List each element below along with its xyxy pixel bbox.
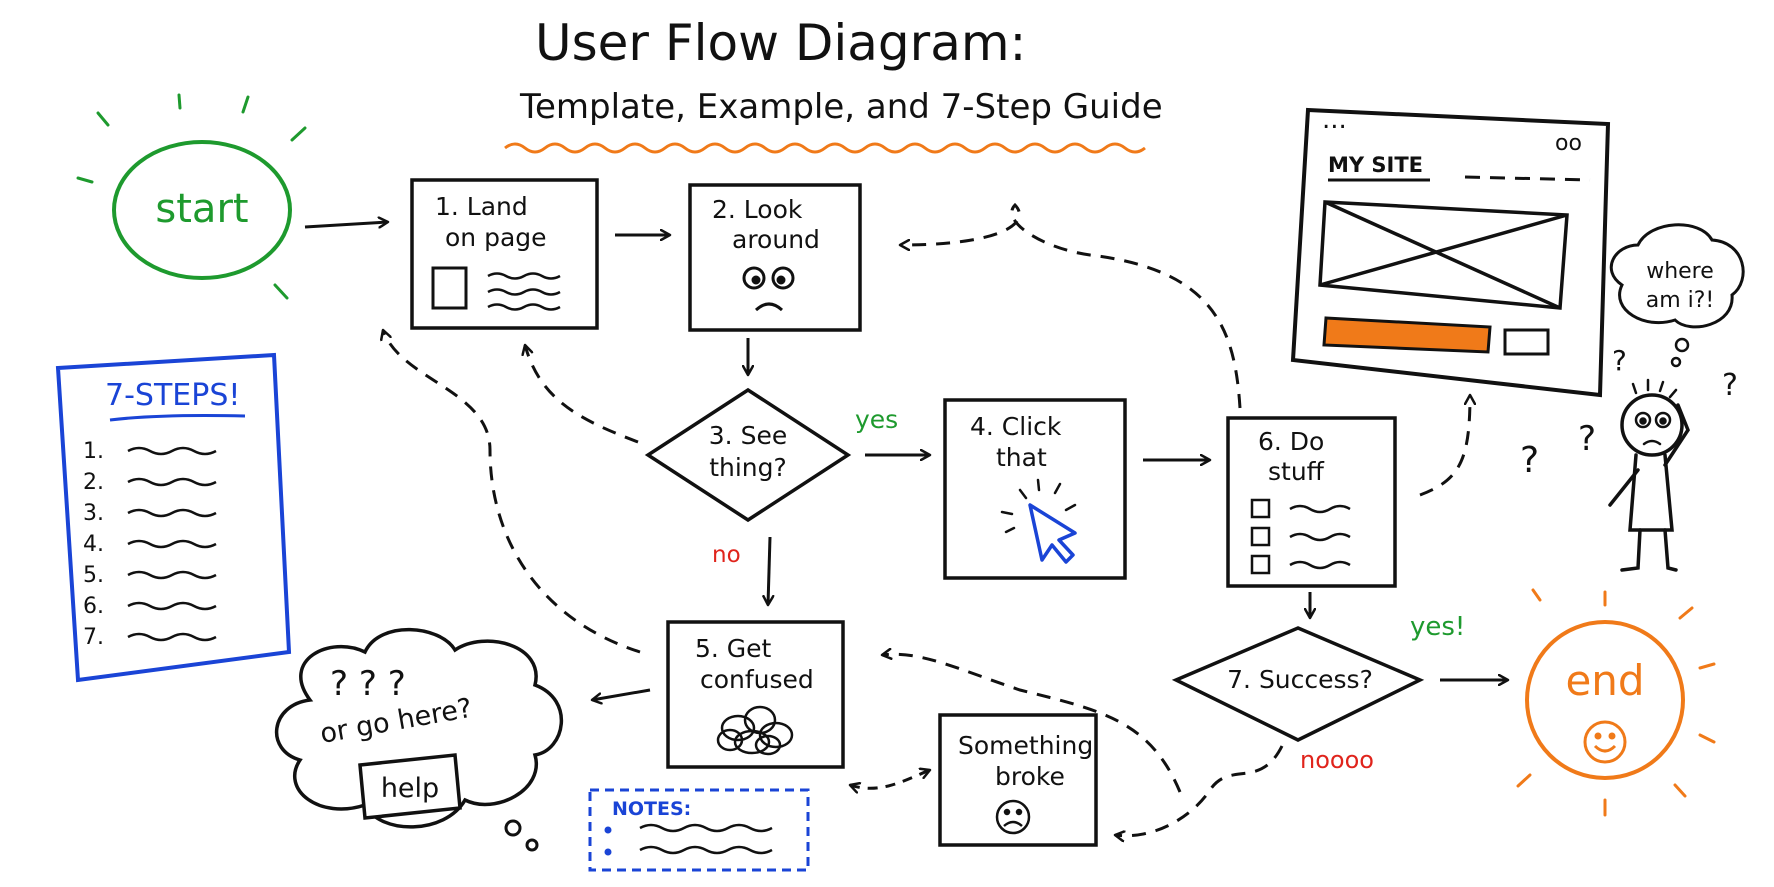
site-wireframe: ... oo MY SITE [1290,105,1611,398]
end-node: end [1516,588,1716,817]
arrow-step3-back-to-step1 [525,345,639,444]
edge-label-noooo: noooo [1300,746,1374,774]
steps-list-number: 2. [83,470,104,495]
step6-label-line1: 6. Do [1258,427,1324,456]
dashed-arrows [383,202,1470,836]
steps-list-scribble [127,601,217,611]
svg-text:?: ? [1520,440,1539,481]
arrow-step5-broke-bidirectional [850,770,930,788]
steps-list-number: 3. [83,501,104,526]
help-button[interactable]: help [358,753,462,820]
cursor-click-icon [1000,478,1077,564]
smiley-icon [1583,720,1627,764]
arrow-step6-loop-to-step2 [900,202,1242,409]
step7-decision: 7. Success? [1171,626,1425,742]
step1-label-line2: on page [445,223,547,252]
steps-list-number: 7. [83,625,104,650]
step1-box: 1. Land on page [410,178,599,330]
seven-steps-title: 7-STEPS! [105,378,240,413]
end-label: end [1565,656,1644,705]
step2-label-line1: 2. Look [712,195,803,224]
edge-label-no: no [712,542,741,568]
edge-label-yes-end: yes! [1410,612,1465,642]
step3-decision: 3. See thing? [644,387,852,523]
steps-list-number: 1. [83,439,104,464]
arrow-broke-to-step5 [882,654,1182,793]
svg-text:?: ? [1578,419,1596,459]
question-marks: ? ? ? ? [1520,344,1738,481]
arrow-start-to-step1 [304,222,388,227]
help-cloud-question: ? ? ? [330,664,406,704]
sad-face-icon [995,799,1031,835]
checklist-icon [1250,498,1351,575]
thought-line1: where [1646,259,1714,284]
help-button-label: help [381,773,439,804]
steps-list-scribble [127,632,217,642]
step5-box: 5. Get confused [666,620,845,769]
end-rays [1516,588,1716,817]
solid-arrows [304,222,1508,700]
step2-label-line2: around [732,225,820,254]
thought-line2: am i?! [1646,288,1715,313]
svg-text:?: ? [1722,368,1738,403]
step7-label: 7. Success? [1227,665,1373,694]
tangled-scribble-icon [716,705,794,756]
steps-list-scribble [127,477,217,487]
svg-text:?: ? [1612,344,1627,377]
step2-box: 2. Look around [688,183,862,332]
site-name: MY SITE [1328,153,1423,177]
step6-label-line2: stuff [1268,457,1325,486]
notes-title: NOTES: [612,798,691,820]
start-node: start [76,93,307,300]
steps-list-number: 4. [83,532,104,557]
steps-list-number: 6. [83,594,104,619]
start-label: start [155,186,248,232]
broke-label-line1: Something [958,731,1093,760]
step4-label-line2: that [996,443,1047,472]
step5-label-line1: 5. Get [695,634,772,663]
hero-image-placeholder [1318,200,1569,310]
steps-list-scribble [127,508,217,518]
step4-label-line1: 4. Click [970,412,1062,441]
confused-thought-bubble: where am i?! [1609,223,1745,368]
start-rays [76,93,307,300]
arrow-step5-back-to-step1 [383,330,641,654]
steps-list-scribble [127,570,217,580]
step6-box: 6. Do stuff [1226,416,1397,588]
step1-label-line1: 1. Land [435,192,528,221]
help-thought-cloud: ? ? ? or go here? help [274,627,563,852]
site-window-controls: oo [1555,131,1582,156]
steps-list-number: 5. [83,563,104,588]
diagram-subtitle: Template, Example, and 7-Step Guide [519,87,1163,127]
confused-person-icon [1608,378,1690,572]
broke-label-line2: broke [995,762,1065,791]
site-dots: ... [1322,105,1347,135]
something-broke-box: Something broke [938,713,1098,847]
notes-box: NOTES: [588,788,810,872]
steps-list-scribble [127,539,217,549]
secondary-button[interactable] [1503,328,1550,356]
arrow-step6-to-site [1419,395,1470,497]
title-underline-wave [504,142,1146,154]
diagram-title: User Flow Diagram: [535,14,1026,72]
arrow-step5-to-help [592,688,651,700]
seven-steps-list: 7-STEPS! 1. 2. 3. 4. 5. 6. 7. [55,352,292,683]
orange-cta-button[interactable] [1322,316,1492,354]
step5-label-line2: confused [700,665,814,694]
step3-label-line1: 3. See [709,421,787,450]
steps-list-scribble [127,446,217,456]
arrow-step3-to-step5 [768,536,770,605]
worried-face-icon [742,266,795,312]
step4-box: 4. Click that [943,398,1127,580]
step3-label-line2: thing? [709,453,787,482]
arrow-step7-to-broke [1115,745,1284,836]
edge-label-yes: yes [855,405,898,434]
